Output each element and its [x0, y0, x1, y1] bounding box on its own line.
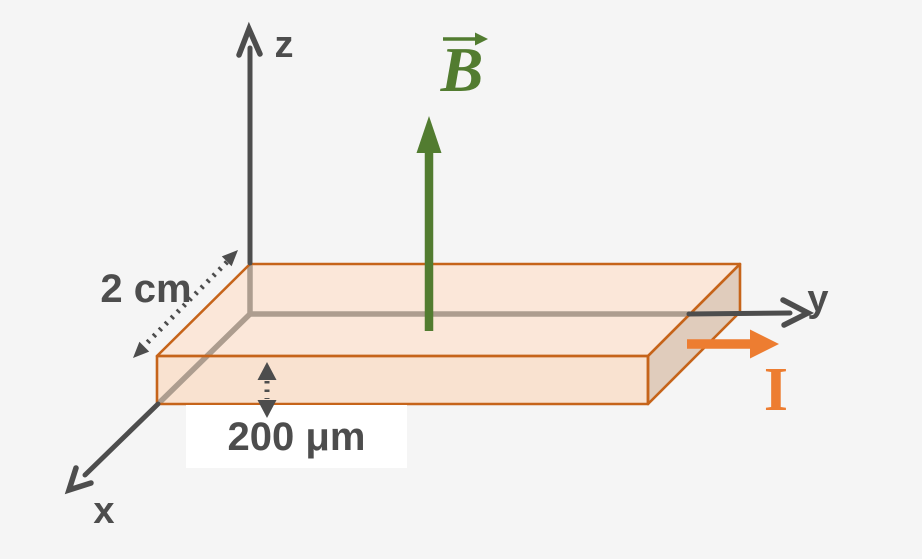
thickness-arrowhead-up-icon — [257, 362, 277, 380]
thickness-dimension-arrow — [257, 362, 277, 418]
current-arrowhead-icon — [750, 329, 779, 359]
width-dimension-line — [141, 260, 229, 349]
vector-arrowhead-icon — [475, 32, 488, 46]
y-axis-label: y — [807, 278, 829, 320]
x-axis-line — [82, 401, 161, 478]
slab — [157, 264, 740, 404]
slab-side-face — [648, 264, 740, 404]
z-axis-arrowhead-icon — [236, 21, 263, 58]
slab-side-outline — [646, 262, 742, 406]
width-dimension-arrow — [133, 250, 238, 358]
magnetic-field-arrow — [416, 116, 442, 331]
x-axis — [64, 401, 161, 495]
slab-outline — [155, 262, 742, 406]
width-dimension-arrowhead-down-icon — [133, 341, 150, 358]
thickness-dimension-label: 200 μm — [227, 414, 366, 459]
thickness-arrowhead-down-icon — [257, 400, 277, 418]
y-axis-arrowhead-icon — [780, 297, 815, 328]
thickness-label-box — [186, 405, 407, 468]
current-arrow — [687, 329, 779, 359]
magnetic-field-arrowhead-icon — [416, 116, 442, 153]
y-axis-line — [686, 310, 793, 317]
z-axis-label: z — [274, 24, 294, 66]
magnetic-field-label: B — [440, 34, 484, 105]
hidden-edges — [157, 263, 692, 405]
current-label: I — [763, 356, 789, 424]
y-axis — [686, 297, 815, 328]
slab-front-face — [157, 356, 648, 404]
slab-top-face — [157, 264, 740, 356]
x-axis-label: x — [93, 490, 115, 532]
vector-arrow-icon — [443, 32, 488, 46]
z-axis — [236, 21, 263, 266]
width-dimension-label: 2 cm — [100, 267, 192, 311]
hidden-x-edge — [157, 311, 253, 405]
x-axis-arrowhead-icon — [64, 465, 94, 495]
width-dimension-arrowhead-up-icon — [221, 250, 238, 267]
